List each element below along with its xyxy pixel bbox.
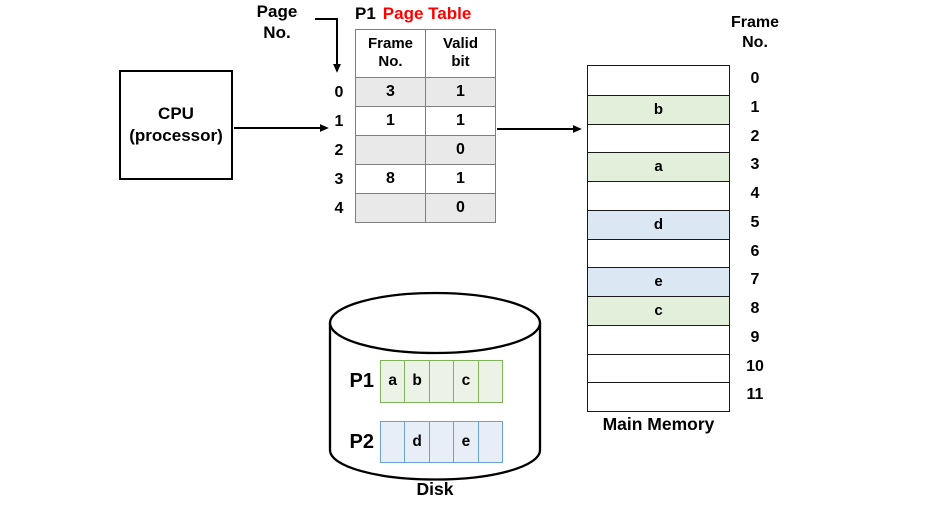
disk-cell: c bbox=[454, 361, 479, 402]
frame-no-label-line1: Frame bbox=[730, 14, 780, 31]
frame-number: 1 bbox=[750, 98, 760, 116]
page-table-row: 1 1 bbox=[356, 106, 495, 135]
page-table: Frame No. Valid bit 3 1 1 1 0 8 1 0 bbox=[355, 29, 496, 223]
disk-cell bbox=[478, 422, 503, 462]
cpu-label-line1: CPU bbox=[158, 104, 194, 123]
page-table-title: P1 Page Table bbox=[355, 4, 471, 24]
page-number: 0 bbox=[334, 84, 344, 101]
page-table-title-prefix: P1 bbox=[355, 4, 376, 23]
header-line: No. bbox=[378, 53, 403, 70]
frame-no-cell: 1 bbox=[356, 107, 426, 135]
disk-cell: b bbox=[405, 361, 430, 402]
disk-p1-label: P1 bbox=[349, 370, 374, 392]
page-table-header: Frame No. Valid bit bbox=[356, 30, 495, 77]
frame-no-cell bbox=[356, 194, 426, 222]
frame-number: 8 bbox=[750, 300, 760, 317]
main-memory: b a d e c bbox=[587, 65, 730, 412]
frame-number: 4 bbox=[750, 185, 760, 202]
page-number: 2 bbox=[334, 142, 344, 159]
valid-bit-cell: 1 bbox=[456, 83, 465, 100]
valid-bit-cell: 0 bbox=[456, 141, 465, 158]
valid-bit-cell: 0 bbox=[456, 199, 465, 216]
memory-cell bbox=[588, 353, 729, 383]
page-number: 1 bbox=[334, 113, 344, 130]
memory-cell: b bbox=[588, 94, 729, 124]
page-number-column: 0 1 2 3 4 bbox=[326, 78, 352, 223]
cpu-box: CPU (processor) bbox=[119, 70, 233, 180]
memory-cell: c bbox=[588, 296, 729, 325]
page-table-title-text: Page Table bbox=[382, 4, 472, 23]
frame-number: 6 bbox=[750, 242, 760, 260]
frame-number: 0 bbox=[750, 70, 760, 87]
page-table-row: 3 1 bbox=[356, 77, 495, 106]
frame-no-column-header: Frame No. bbox=[356, 30, 426, 77]
main-memory-caption: Main Memory bbox=[602, 414, 715, 434]
cpu-label-line2: (processor) bbox=[129, 126, 223, 145]
frame-no-cell: 8 bbox=[356, 165, 426, 193]
disk-cell: a bbox=[381, 361, 406, 402]
page-no-label-line1: Page bbox=[256, 2, 298, 21]
valid-bit-cell: 1 bbox=[456, 112, 465, 129]
frame-no-cell: 3 bbox=[356, 78, 426, 106]
header-line: Frame bbox=[367, 35, 414, 52]
page-number: 4 bbox=[334, 200, 344, 217]
frame-number: 2 bbox=[750, 127, 760, 145]
memory-cell: d bbox=[588, 209, 729, 239]
header-line: bit bbox=[451, 53, 470, 70]
memory-cell bbox=[588, 181, 729, 210]
frame-number: 7 bbox=[750, 271, 760, 289]
page-no-label: Page No. bbox=[245, 1, 309, 43]
page-no-label-line2: No. bbox=[263, 23, 291, 42]
frame-number: 5 bbox=[750, 213, 760, 231]
disk-cell bbox=[381, 422, 406, 462]
memory-cell bbox=[588, 66, 729, 95]
page-table-row: 8 1 bbox=[356, 164, 495, 193]
memory-cell bbox=[588, 123, 729, 153]
disk-cell bbox=[478, 361, 503, 402]
frame-number: 9 bbox=[750, 328, 760, 346]
frame-number: 11 bbox=[746, 386, 764, 404]
disk-cell: d bbox=[405, 422, 430, 462]
page-no-arrow bbox=[315, 18, 341, 73]
disk-cell bbox=[429, 361, 455, 402]
disk-p2-row: d e bbox=[380, 421, 503, 463]
frame-number-column: 0 1 2 3 4 5 6 7 8 9 10 11 bbox=[735, 65, 775, 410]
frame-number: 10 bbox=[746, 357, 764, 375]
disk-p2-label: P2 bbox=[349, 431, 374, 453]
page-table-row: 0 bbox=[356, 135, 495, 164]
header-line: Valid bbox=[442, 35, 479, 52]
frame-no-cell bbox=[356, 136, 426, 164]
disk-cell bbox=[429, 422, 455, 462]
disk-cell: e bbox=[454, 422, 479, 462]
memory-cell: e bbox=[588, 267, 729, 296]
memory-cell bbox=[588, 238, 729, 268]
disk-caption: Disk bbox=[416, 479, 454, 499]
valid-bit-column-header: Valid bit bbox=[426, 30, 495, 77]
valid-bit-cell: 1 bbox=[456, 170, 465, 187]
frame-number: 3 bbox=[750, 156, 760, 174]
memory-cell bbox=[588, 382, 729, 411]
disk-p1-row: a b c bbox=[380, 360, 503, 403]
page-table-row: 0 bbox=[356, 193, 495, 222]
page-number: 3 bbox=[334, 171, 344, 188]
frame-no-label: Frame No. bbox=[723, 13, 787, 53]
frame-no-label-line2: No. bbox=[742, 34, 768, 51]
memory-cell bbox=[588, 324, 729, 354]
memory-cell: a bbox=[588, 152, 729, 181]
